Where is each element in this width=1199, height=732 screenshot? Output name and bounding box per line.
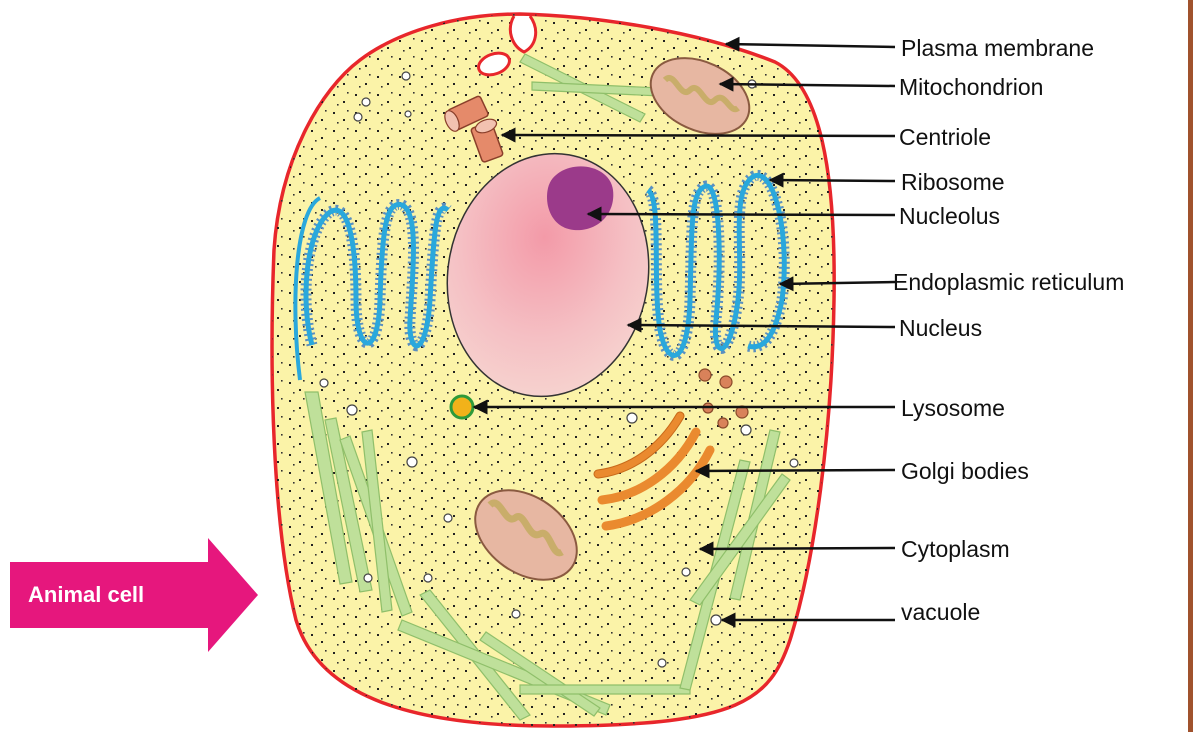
- animal-cell-badge: Animal cell: [10, 538, 258, 652]
- lysosome: [451, 396, 473, 418]
- label-cytoplasm: Cytoplasm: [901, 536, 1010, 562]
- label-golgi-bodies: Golgi bodies: [901, 458, 1029, 484]
- label-ribosome: Ribosome: [901, 169, 1005, 195]
- label-centriole: Centriole: [899, 124, 991, 150]
- label-plasma-membrane: Plasma membrane: [901, 35, 1094, 61]
- label-lysosome: Lysosome: [901, 395, 1005, 421]
- badge-label: Animal cell: [28, 582, 144, 607]
- labels: Plasma membrane Mitochondrion Centriole …: [893, 35, 1124, 625]
- label-nucleus: Nucleus: [899, 315, 982, 341]
- label-nucleolus: Nucleolus: [899, 203, 1000, 229]
- label-vacuole: vacuole: [901, 599, 980, 625]
- frame-border: [1188, 0, 1193, 732]
- label-endoplasmic-reticulum: Endoplasmic reticulum: [893, 269, 1124, 295]
- label-mitochondrion: Mitochondrion: [899, 74, 1043, 100]
